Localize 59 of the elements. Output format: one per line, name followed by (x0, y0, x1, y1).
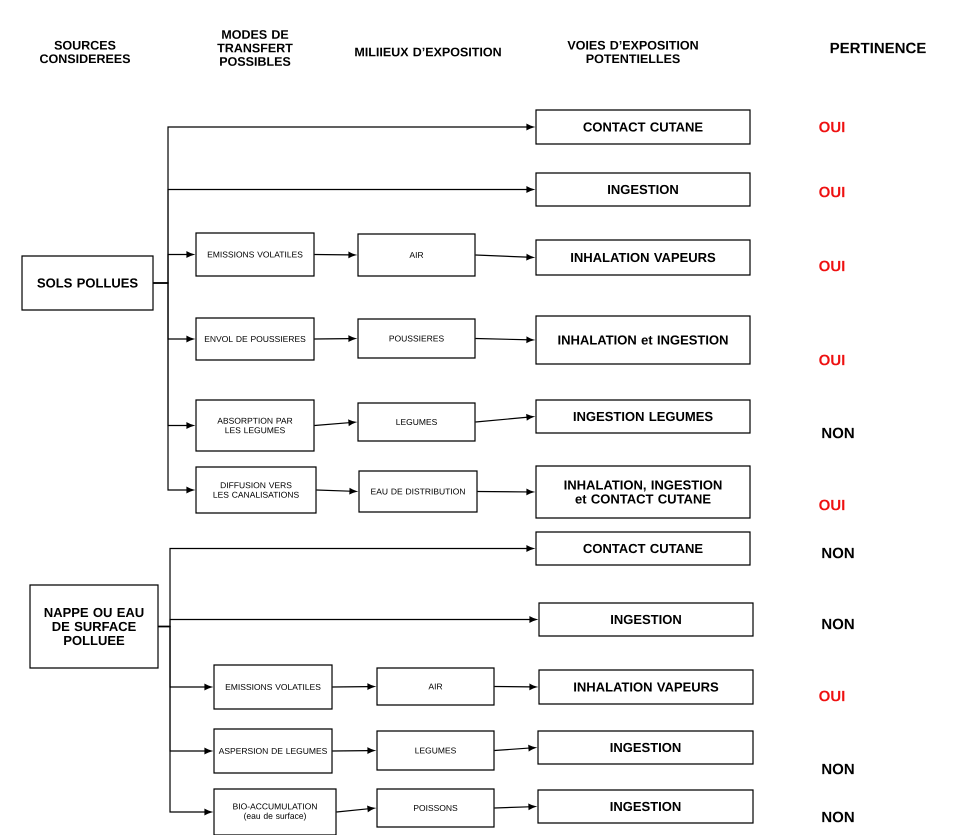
exposure-box: INHALATION, INGESTION et CONTACT CUTANE (535, 465, 751, 519)
arrow (494, 684, 537, 690)
column-header: PERTINENCE (830, 42, 926, 54)
arrow (316, 488, 357, 494)
arrow (154, 282, 194, 494)
exposure-box: CONTACT CUTANE (535, 531, 751, 566)
column-header: SOURCES CONSIDEREES (40, 40, 130, 64)
process-box: EMISSIONS VOLATILES (195, 232, 315, 277)
relevance-value: OUI (819, 690, 844, 702)
relevance-value: NON (822, 618, 854, 630)
relevance-value: NON (822, 812, 854, 822)
process-box: POISSONS (376, 788, 495, 828)
relevance-value: NON (822, 428, 854, 438)
arrow (494, 804, 536, 810)
exposure-box: INGESTION (537, 730, 754, 765)
arrow (314, 336, 356, 342)
exposure-box: INGESTION LEGUMES (535, 399, 751, 434)
exposure-box: INGESTION (537, 789, 754, 824)
column-header: VOIES D’EXPOSITION POTENTIELLES (567, 40, 698, 64)
process-box: POUSSIERES (357, 318, 476, 359)
arrow (314, 420, 356, 426)
column-header: MILIIEUX D’EXPOSITION (355, 48, 501, 56)
process-box: AIR (376, 667, 495, 706)
relevance-value: NON (822, 764, 854, 774)
process-box: LEGUMES (357, 402, 476, 442)
exposure-box: INHALATION et INGESTION (535, 315, 751, 365)
relevance-value: OUI (819, 500, 844, 510)
process-box: ASPERSION DE LEGUMES (213, 728, 333, 774)
arrow (158, 626, 212, 816)
arrow (336, 806, 375, 813)
exposure-box: CONTACT CUTANE (535, 109, 751, 145)
process-box: AIR (357, 233, 476, 277)
process-box: ENVOL DE POUSSIERES (195, 317, 315, 361)
relevance-value: NON (822, 548, 854, 558)
process-box: ABSORPTION PAR LES LEGUMES (195, 399, 315, 452)
process-box: LEGUMES (376, 730, 495, 771)
exposure-box: INGESTION (535, 172, 751, 207)
exposure-box: INHALATION VAPEURS (535, 239, 751, 276)
process-box: EAU DE DISTRIBUTION (358, 470, 478, 513)
source-box: SOLS POLLUES (21, 255, 154, 311)
process-box: EMISSIONS VOLATILES (213, 664, 333, 710)
process-box: BIO-ACCUMULATION (eau de surface) (213, 788, 337, 835)
column-header: MODES DE TRANSFERT POSSIBLES (217, 30, 293, 66)
relevance-value: OUI (819, 260, 844, 272)
arrow (476, 254, 534, 260)
arrow (476, 414, 534, 423)
process-box: DIFFUSION VERS LES CANALISATIONS (195, 466, 317, 514)
arrow (332, 684, 375, 690)
arrow (476, 336, 534, 343)
relevance-value: OUI (819, 186, 844, 198)
arrow (478, 488, 534, 495)
arrow (332, 748, 375, 754)
arrow (494, 745, 536, 752)
source-box: NAPPE OU EAU DE SURFACE POLLUEE (29, 584, 159, 669)
exposure-box: INGESTION (538, 602, 754, 637)
arrow (314, 252, 356, 258)
relevance-value: OUI (819, 354, 844, 366)
exposure-box: INHALATION VAPEURS (538, 669, 754, 705)
relevance-value: OUI (819, 122, 844, 132)
